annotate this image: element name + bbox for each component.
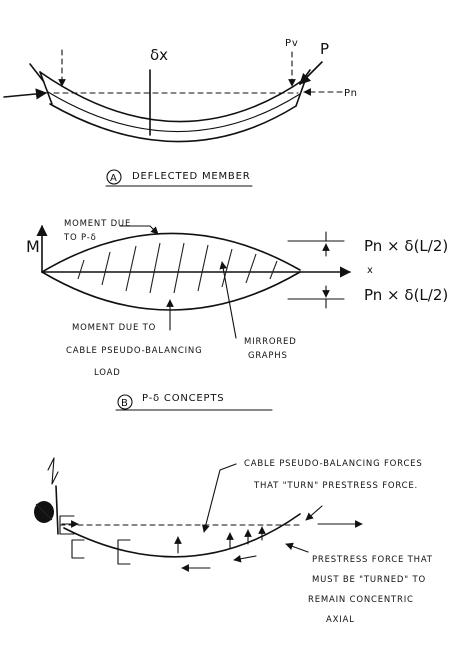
deflection-label: δx (150, 46, 168, 64)
moment-cable-label-line2: CABLE PSEUDO-BALANCING (66, 346, 202, 356)
mirrored-label-line2: GRAPHS (248, 351, 288, 361)
axial-force-label: Pn (344, 88, 358, 99)
moment-hatching (77, 242, 278, 294)
member-centroid-line (47, 91, 301, 132)
cable-note-line2: THAT "TURN" PRESTRESS FORCE. (253, 481, 418, 491)
member-bottom-edge (49, 103, 297, 143)
cable-profile (63, 513, 301, 558)
left-axial-force-arrow (3, 88, 48, 100)
anchorage-blob (34, 501, 54, 523)
anchorage-wall (55, 485, 59, 535)
caption-a-circle (106, 169, 122, 185)
resultant-force-arrow (299, 61, 323, 85)
caption-b-text: P-δ CONCEPTS (142, 393, 224, 404)
top-moment-equation: Pn × δ(L/2) (364, 237, 448, 255)
cable-moment-curve (41, 271, 301, 311)
pd-moment-curve (41, 232, 301, 273)
prestress-note-leader (285, 542, 309, 553)
cable-note-leader (202, 463, 237, 533)
moment-pd-label-line2: TO P-δ (63, 233, 97, 243)
prestress-note-line1: PRESTRESS FORCE THAT (312, 555, 433, 565)
break-mark (47, 457, 59, 485)
moment-pd-label-line1: MOMENT DUE (64, 219, 131, 229)
anchorage-bracket-2 (71, 539, 85, 559)
x-axis-label: x (367, 265, 374, 276)
resultant-force-label: P (320, 40, 329, 58)
deflected-member-sketch: δx Pv P Pn A DEFLECTED MEMBER (3, 38, 358, 187)
member-top-edge (39, 71, 307, 123)
caption-b-circle (117, 394, 133, 410)
end-force-arrow (305, 505, 323, 521)
prestress-note-line3: REMAIN CONCENTRIC (308, 595, 414, 605)
anchorage-bracket-3 (117, 539, 131, 565)
vertical-force-label: Pv (285, 38, 299, 49)
p-delta-sketch: M MOMENT DUE TO P-δ x Pn × δ(L/2) Pn × δ… (26, 219, 448, 411)
moment-cable-label-line3: LOAD (94, 368, 121, 378)
mirrored-leader (219, 261, 237, 339)
prestress-arrow-2 (233, 554, 257, 563)
moment-cable-label-line1: MOMENT DUE TO (72, 323, 156, 333)
caption-b-letter: B (121, 398, 129, 409)
cable-balancing-sketch: CABLE PSEUDO-BALANCING FORCES THAT "TURN… (34, 457, 433, 625)
caption-a-text: DEFLECTED MEMBER (132, 171, 250, 182)
moment-pd-leader (119, 225, 159, 235)
moment-axis-label: M (26, 237, 40, 256)
prestress-note-line4: AXIAL (326, 615, 355, 625)
mirrored-label-line1: MIRRORED (244, 337, 297, 347)
prestress-note-line2: MUST BE "TURNED" TO (312, 575, 426, 585)
bottom-moment-equation: Pn × δ(L/2) (364, 286, 448, 304)
caption-a-letter: A (110, 173, 118, 184)
member-left-end (29, 63, 53, 105)
cable-note-line1: CABLE PSEUDO-BALANCING FORCES (244, 459, 423, 469)
